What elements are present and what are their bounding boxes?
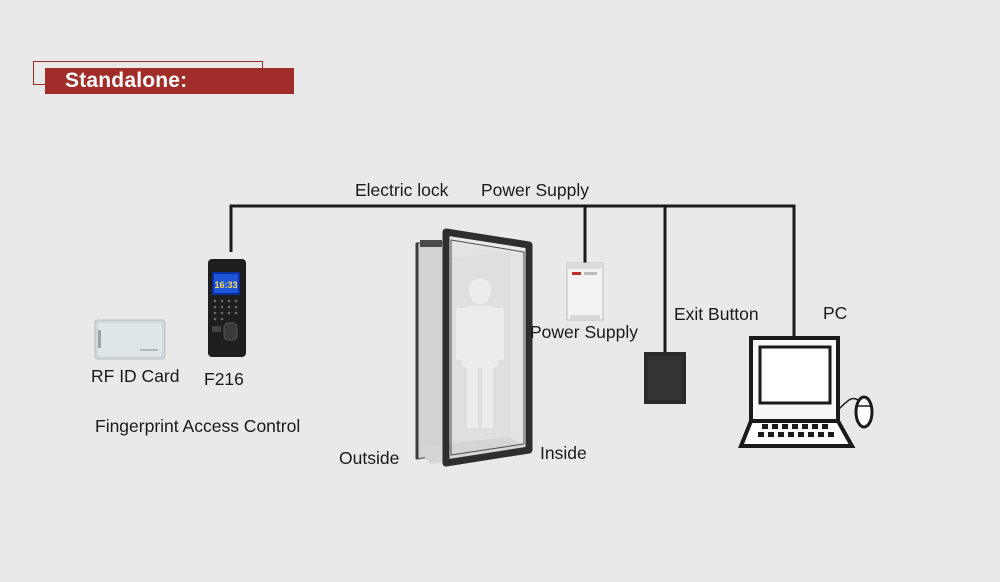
- mouse-icon: [854, 395, 874, 429]
- label-f216: F216: [204, 369, 244, 389]
- rf-id-card: [94, 319, 166, 360]
- door: [415, 228, 533, 467]
- device-time: 16:33: [214, 280, 237, 290]
- label-exit-button: Exit Button: [674, 304, 759, 324]
- label-power-supply: Power Supply: [530, 322, 638, 342]
- label-electric-lock: Electric lock: [355, 180, 449, 200]
- label-rf-id-card: RF ID Card: [91, 366, 180, 386]
- wires: [229, 204, 796, 352]
- section-title: Standalone:: [45, 68, 294, 94]
- fingerprint-device: 16:33: [208, 259, 246, 357]
- power-supply-box: [566, 262, 604, 321]
- main-wire: [229, 204, 796, 338]
- label-inside: Inside: [540, 443, 587, 463]
- lock-block: [420, 240, 442, 247]
- label-outside: Outside: [339, 448, 400, 468]
- person-silhouette: [456, 278, 504, 428]
- exit-button-device: [644, 352, 686, 404]
- label-pc: PC: [823, 303, 848, 323]
- label-fingerprint-access-control: Fingerprint Access Control: [95, 416, 301, 436]
- pc: [738, 336, 874, 448]
- label-power-supply-top: Power Supply: [481, 180, 589, 200]
